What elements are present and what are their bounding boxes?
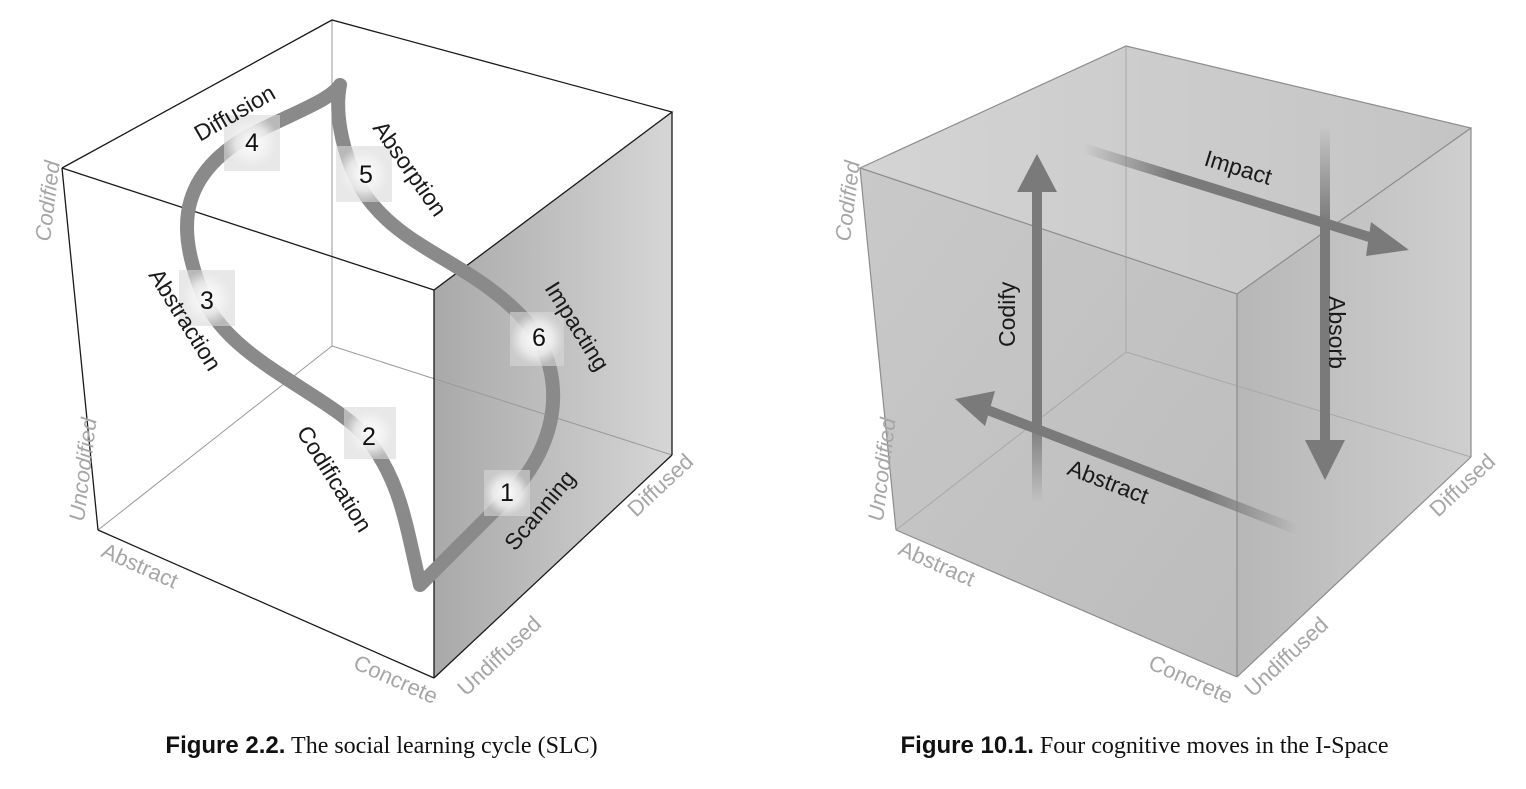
ispace-diagram: Impact Codify Absorb Abstract Codified U… [830,45,1500,709]
abstract-arrow [955,391,1300,535]
stage-number: 3 [200,287,214,315]
axis-label-codified: Codified [30,159,65,243]
cube-side-face [1237,128,1471,677]
caption-number: Figure 10.1. [900,732,1034,759]
stage-marker-2: 2 [344,407,396,459]
axis-label-codified: Codified [830,159,865,243]
stage-number: 5 [359,161,373,189]
axis-label-abstract: Abstract [98,538,182,594]
figure-ispace: Impact Codify Absorb Abstract Codified U… [763,0,1526,784]
figure-caption: Figure 2.2. The social learning cycle (S… [0,732,763,760]
figure-caption: Figure 10.1. Four cognitive moves in the… [763,732,1526,760]
absorb-arrow [1305,126,1345,480]
caption-number: Figure 2.2. [165,732,286,759]
axis-label-concrete: Concrete [350,650,442,709]
stage-marker-4: 4 [224,115,280,171]
cube-edges [858,45,1473,678]
stage-marker-1: 1 [484,470,530,516]
codify-arrow [1017,154,1057,502]
stage-number: 1 [500,479,514,507]
stage-number: 2 [362,423,376,451]
cube-edges [61,19,674,679]
caption-text: Four cognitive moves in the I-Space [1039,733,1389,759]
stage-number: 4 [245,129,259,157]
cube-back-edges [895,46,1472,531]
stage-marker-3: 3 [179,270,235,326]
stage-marker-5: 5 [336,146,392,202]
stage-number: 6 [532,324,546,352]
figure-slc: 1 2 3 4 5 6 Diffusion Absorption Abstrac… [0,0,763,784]
slc-diagram: 1 2 3 4 5 6 Diffusion Absorption Abstrac… [30,19,698,709]
caption-text: The social learning cycle (SLC) [291,733,598,759]
move-label-absorb: Absorb [1324,296,1350,369]
move-label-codify: Codify [994,281,1020,347]
stage-marker-6: 6 [510,312,564,366]
cube-front-face [860,168,1237,677]
